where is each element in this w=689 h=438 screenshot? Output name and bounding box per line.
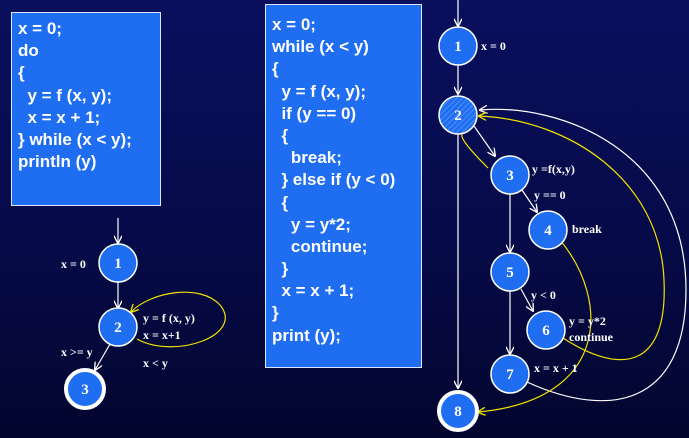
right-node-8-label: 8 (454, 404, 462, 420)
code-line: { (18, 63, 25, 83)
left-flow-graph: 1 2 3 x = 0 y = f (x, y) x = x+1 x < y x… (61, 218, 226, 410)
right-annotation-y-assign: y =f(x,y) (532, 162, 575, 176)
right-annotation-cond-zero: y == 0 (534, 188, 566, 202)
right-node-8: 8 (437, 390, 479, 432)
left-node-3: 3 (64, 368, 106, 410)
code-line: print (y); (272, 325, 341, 345)
code-line: do (18, 41, 39, 61)
left-node-1-label: 1 (114, 256, 122, 272)
right-annotation-continue: continue (569, 330, 614, 344)
right-node-5-label: 5 (506, 265, 514, 281)
code-line: x = x + 1; (18, 107, 101, 127)
code-line: if (y == 0) (272, 103, 357, 123)
right-node-7: 7 (490, 354, 530, 394)
left-node-2: 2 (98, 307, 138, 347)
code-line: y = f (x, y); (18, 85, 112, 105)
code-line: break; (272, 148, 342, 168)
right-node-4: 4 (528, 210, 568, 250)
left-annotation-x0: x = 0 (61, 257, 86, 271)
left-edge-2-3 (95, 343, 111, 370)
code-line: y = f (x, y); (272, 81, 366, 101)
code-line: } (272, 303, 279, 323)
right-node-5: 5 (490, 252, 530, 292)
code-line: continue; (272, 236, 368, 256)
right-annotation-y-double: y = y*2 (569, 314, 606, 328)
right-edge-3-4 (521, 189, 537, 212)
right-node-2: 2 (438, 95, 478, 135)
code-line: { (272, 125, 289, 145)
left-annotation-y-assign: y = f (x, y) (143, 311, 195, 325)
code-line: } else if (y < 0) (272, 170, 396, 190)
code-line: while (x < y) (272, 37, 369, 57)
code-line: { (272, 59, 279, 79)
right-node-1-label: 1 (454, 39, 462, 55)
right-node-1: 1 (438, 26, 478, 66)
left-node-2-label: 2 (114, 320, 122, 336)
code-line: } while (x < y); (18, 129, 132, 149)
left-annotation-loop-cond: x < y (143, 356, 168, 370)
right-node-6-label: 6 (542, 323, 550, 339)
right-back-edge-7-2 (480, 109, 687, 402)
right-node-7-label: 7 (506, 367, 514, 383)
right-node-3-label: 3 (506, 168, 514, 184)
left-annotation-x-increment: x = x+1 (143, 328, 181, 342)
right-annotation-break: break (572, 222, 602, 236)
right-node-3: 3 (490, 155, 530, 195)
code-line: } (272, 259, 289, 279)
left-node-3-label: 3 (81, 382, 89, 398)
left-loop-edge (131, 291, 226, 348)
left-node-1: 1 (98, 243, 138, 283)
right-node-6: 6 (526, 310, 566, 350)
right-break-edge-4-8 (478, 239, 592, 412)
right-edge-2-3 (473, 125, 495, 156)
do-while-code-box: x = 0; do{ y = f (x, y); x = x + 1;} whil… (11, 12, 161, 206)
left-annotation-exit-cond: x >= y (61, 345, 93, 359)
right-annotation-x0: x = 0 (481, 39, 506, 53)
right-edge-5-6 (520, 288, 533, 311)
code-line: { (272, 192, 289, 212)
right-flow-graph: 1 2 3 4 5 6 7 8 x = 0 (437, 0, 687, 432)
code-line: x = 0; (18, 19, 62, 38)
code-line: y = y*2; (272, 214, 351, 234)
code-line: x = x + 1; (272, 281, 355, 301)
right-node-4-label: 4 (544, 223, 552, 239)
right-annotation-x-increment: x = x + 1 (534, 361, 578, 375)
right-continue-edge-6-2 (479, 116, 665, 361)
right-node-2-label: 2 (454, 108, 462, 124)
right-back-edge-3-2 (461, 133, 489, 169)
right-annotation-cond-neg: y < 0 (531, 288, 556, 302)
while-code-box: x = 0;while (x < y){ y = f (x, y); if (y… (265, 4, 422, 368)
code-line: x = 0; (272, 15, 316, 34)
code-line: println (y) (18, 152, 97, 172)
